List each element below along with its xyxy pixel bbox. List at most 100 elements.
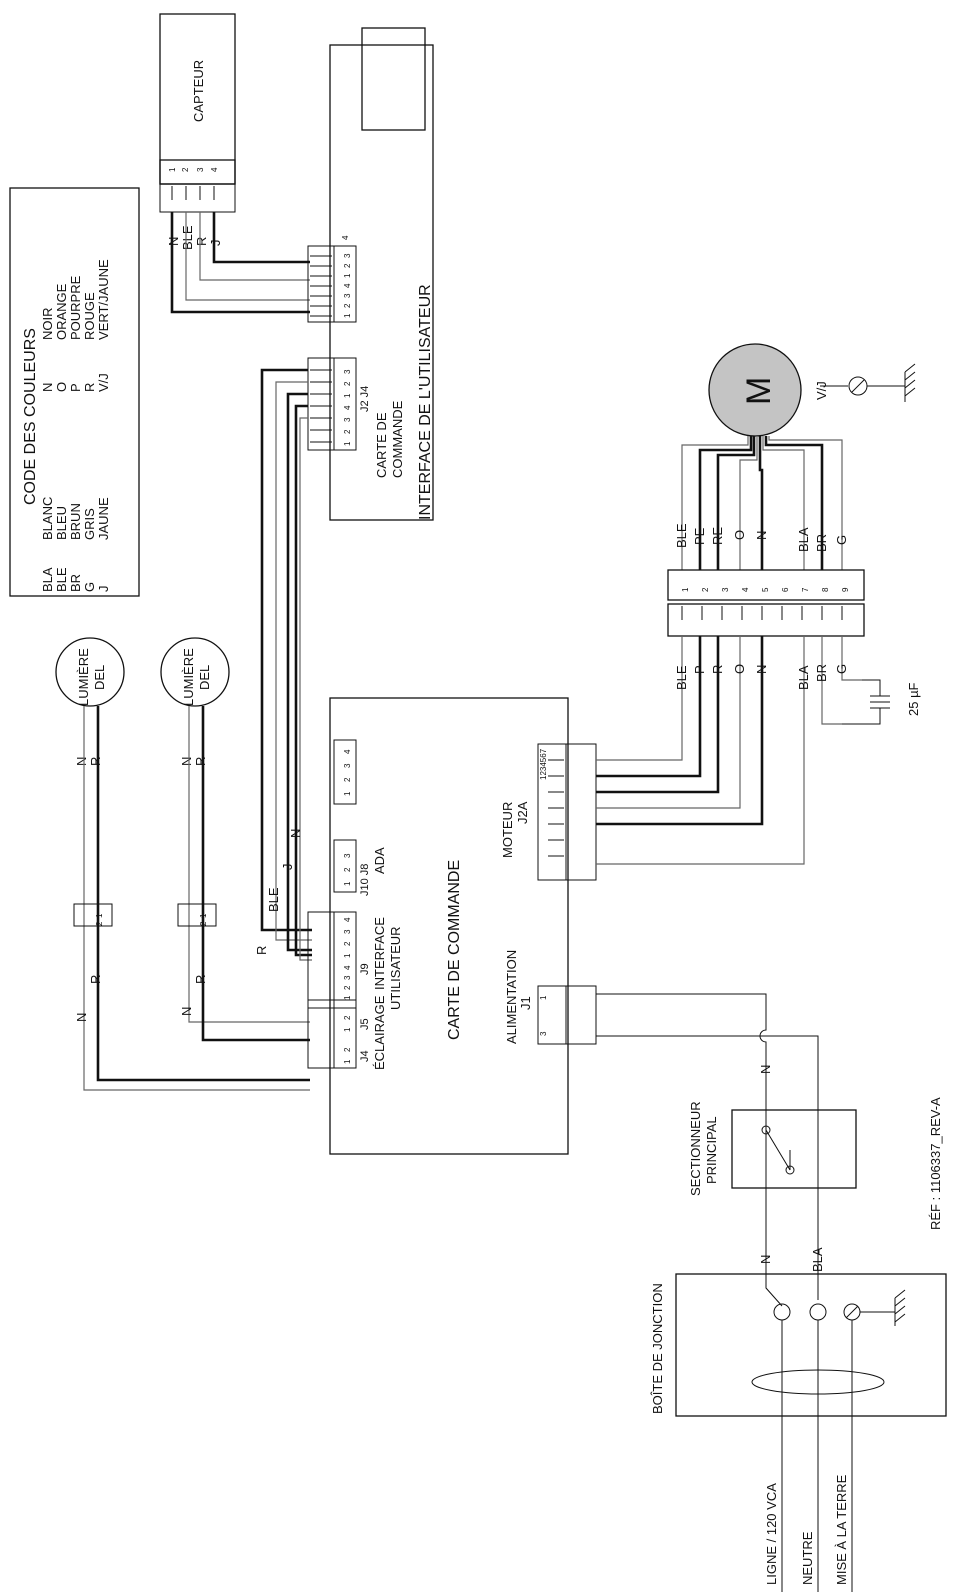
main-board-frame	[329, 697, 569, 1155]
legend-name: BRUN	[68, 503, 83, 540]
led-wire-label: R	[88, 757, 103, 766]
ada-label: ADA	[372, 847, 387, 874]
board-wire-br	[821, 636, 842, 725]
board-wire-label: R	[710, 665, 725, 674]
ui-pin: 1	[343, 953, 352, 958]
sensor-wire-label: J	[208, 240, 223, 247]
supply-wire-n-bottom	[765, 1196, 783, 1307]
sensor-socket-pin: 2	[343, 263, 352, 268]
sensor-label: CAPTEUR	[191, 60, 206, 122]
legend-name: VERT/JAUNE	[96, 259, 111, 340]
lighting-conn: J5	[359, 1018, 371, 1030]
harness-wire-n	[294, 404, 312, 957]
harness-label: BLE	[266, 887, 281, 912]
motor-wire-o	[739, 436, 758, 570]
j2-socket-pins	[310, 369, 332, 443]
board-wire-label: BLA	[796, 665, 811, 690]
led-wire-label: R	[193, 757, 208, 766]
legend-code: N	[40, 383, 55, 392]
led-light-2: LUMIÈRE DEL N R 1 2 N R	[160, 637, 310, 1042]
led-wire-label: N	[74, 757, 89, 766]
motor-wire-label: BLE	[674, 523, 689, 548]
legend-code: O	[54, 382, 69, 392]
sensor-pin-arrows	[171, 186, 215, 200]
sensor-socket-pin: 4	[341, 235, 350, 240]
motor-pin: 9	[841, 587, 850, 592]
switch-contact	[785, 1165, 795, 1175]
aux-pin: 4	[343, 749, 352, 754]
supply-bla-label: BLA	[810, 1247, 825, 1272]
sensor-pin: 4	[210, 167, 219, 172]
led-pin: 1	[95, 913, 104, 918]
switch-contact	[761, 1125, 771, 1135]
ui-plug	[333, 911, 357, 1009]
legend-code: BLA	[40, 567, 55, 592]
lighting-pin: 2	[343, 1047, 352, 1052]
motor-wire-br	[764, 436, 824, 570]
ui-label: INTERFACE	[372, 917, 387, 990]
ground-icon	[867, 363, 916, 402]
board-wire-ble	[596, 636, 683, 761]
j2-pin: 4	[343, 405, 352, 410]
led-label: DEL	[92, 665, 107, 690]
led-wire-label: R	[193, 975, 208, 984]
main-switch-box	[731, 1109, 857, 1189]
legend-name: BLEU	[54, 506, 69, 540]
lighting-pin: 1	[343, 1059, 352, 1064]
ui-pin: 4	[343, 917, 352, 922]
junction-box-label: BOÎTE DE JONCTION	[650, 1283, 665, 1414]
j2-pin: 3	[343, 369, 352, 374]
motor-wire-label: G	[834, 535, 849, 545]
legend-title: CODE DES COULEURS	[22, 328, 39, 505]
j1-socket	[565, 985, 597, 1045]
motor-ground-label: V/J	[814, 381, 829, 400]
j1-pin: 3	[539, 1031, 548, 1036]
terminal-line	[773, 1303, 791, 1321]
led-wire-label: N	[179, 1007, 194, 1016]
j2a-pin-arrows	[548, 759, 564, 857]
ground-screw	[851, 379, 865, 393]
motor-plug	[667, 569, 865, 601]
ui-pin: 1	[343, 995, 352, 1000]
j1-pin: 1	[539, 995, 548, 1000]
led2-connector	[177, 903, 217, 927]
board-wire-label: BR	[814, 664, 829, 682]
led-circle	[160, 637, 230, 707]
interface-sub1: CARTE DE	[374, 412, 389, 478]
motor-wire-label: RE	[710, 527, 725, 545]
led-circle	[55, 637, 125, 707]
motor-pin: 5	[761, 587, 770, 592]
interface-display	[361, 27, 426, 131]
j2-pin: 2	[343, 429, 352, 434]
legend-name: JAUNE	[96, 497, 111, 540]
aux-pin: 2	[343, 777, 352, 782]
legend-name: BLANC	[40, 497, 55, 540]
interface-conn-label: J2 J4	[359, 386, 371, 412]
power-label: ALIMENTATION	[504, 950, 519, 1044]
ui-pin: 3	[343, 975, 352, 980]
sensor-socket-pin: 3	[343, 253, 352, 258]
lighting-plug	[333, 999, 357, 1069]
supply-wire-n-top	[596, 993, 767, 1080]
ada-plug	[333, 839, 357, 893]
sensor-pin: 1	[168, 167, 177, 172]
motor-pin: 3	[721, 587, 730, 592]
led-wire-label: R	[88, 975, 103, 984]
j2-pin: 1	[343, 441, 352, 446]
supply-n-label: N	[758, 1065, 773, 1074]
ui-pin: 3	[343, 929, 352, 934]
motor-conn: J2A	[515, 801, 530, 824]
motor-socket-pins	[681, 606, 843, 620]
led2-wire-r	[201, 706, 310, 1042]
motor-wire-bla	[762, 436, 805, 570]
motor-pin: 7	[801, 587, 810, 592]
board-wire-g	[841, 636, 862, 681]
main-switch-icon	[765, 1129, 791, 1171]
sensor-socket	[159, 183, 236, 213]
sensor-pin: 3	[196, 167, 205, 172]
sensor-socket-pins	[310, 255, 332, 317]
sensor-pin: 2	[181, 167, 190, 172]
board-wire-label: G	[834, 664, 849, 674]
ada-pin: 1	[343, 881, 352, 886]
led-wire-label: N	[179, 757, 194, 766]
